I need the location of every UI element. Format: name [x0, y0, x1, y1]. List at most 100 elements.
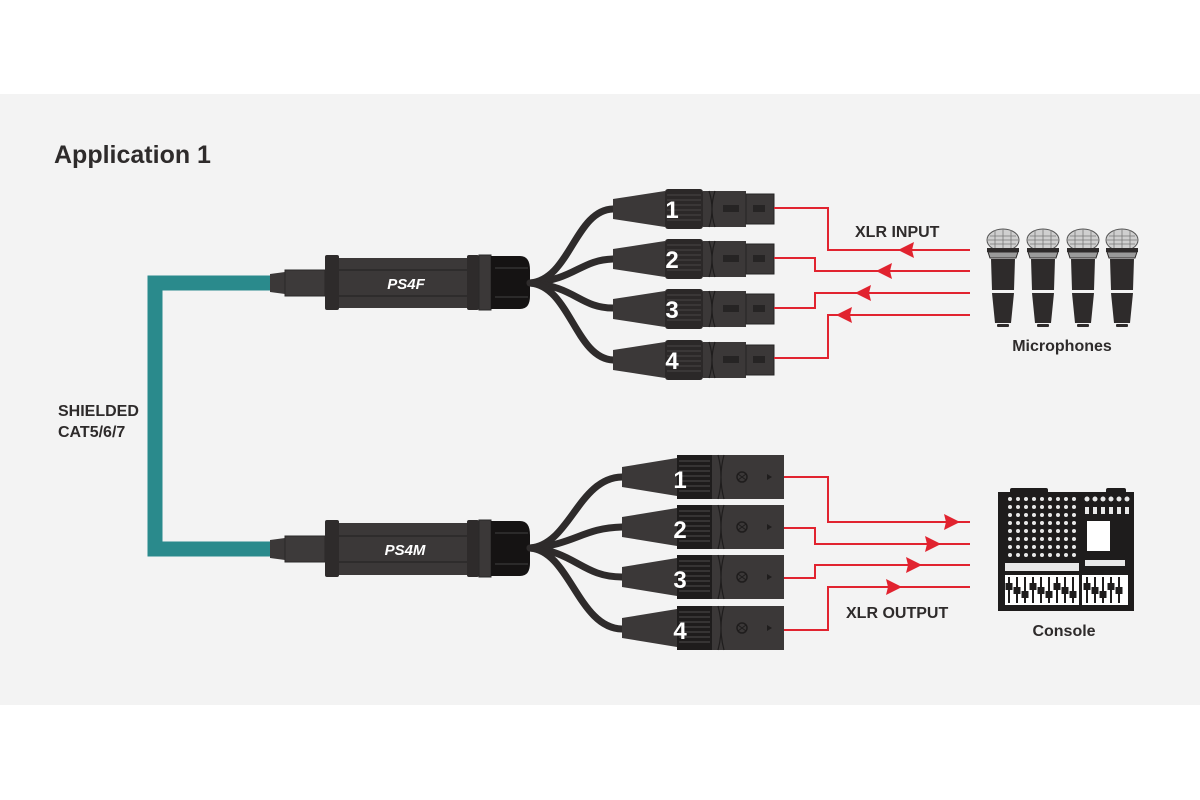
input-signal-lines	[774, 207, 970, 359]
console-knob	[1056, 537, 1060, 541]
console-knob	[1008, 553, 1012, 557]
console-icon	[998, 488, 1134, 611]
console-knob	[1084, 496, 1090, 502]
console-knob	[1048, 537, 1052, 541]
output-channel-4: 4	[673, 618, 687, 645]
console-knob	[1072, 505, 1076, 509]
console-knob	[1040, 537, 1044, 541]
console-knob	[1032, 513, 1036, 517]
console-knob	[1124, 496, 1130, 502]
console-knob	[1024, 537, 1028, 541]
console-knob	[1064, 529, 1068, 533]
ps4m-label: PS4M	[385, 542, 426, 559]
console-knob	[1032, 537, 1036, 541]
console-knob	[1008, 537, 1012, 541]
console-knob	[1016, 553, 1020, 557]
console-fader-knob	[1005, 583, 1013, 590]
microphone-icon-3	[1066, 228, 1100, 328]
console-knob	[1040, 545, 1044, 549]
console-knob	[1048, 513, 1052, 517]
console-knob	[1024, 513, 1028, 517]
console-knob	[1032, 545, 1036, 549]
xlr-male-connector-1	[621, 454, 785, 500]
console-fader-knob	[1013, 587, 1021, 594]
console-button	[1101, 507, 1105, 514]
xlr-male-connector-3	[621, 554, 785, 600]
xlr-male-connector-4	[621, 605, 785, 651]
console-knob	[1016, 529, 1020, 533]
xlr-output-label: XLR OUTPUT	[846, 605, 948, 622]
console-knob	[1072, 497, 1076, 501]
console-knob	[1056, 529, 1060, 533]
console-knob	[1024, 529, 1028, 533]
console-knob	[1064, 513, 1068, 517]
console-knob	[1064, 497, 1068, 501]
console-knob	[1056, 513, 1060, 517]
console-fader-knob	[1083, 583, 1091, 590]
console-button	[1125, 507, 1129, 514]
xlr-female-connector-1	[612, 188, 775, 230]
ps4m-unit: PS4M	[270, 519, 530, 578]
console-knob	[1008, 521, 1012, 525]
ps4f-unit: PS4F	[270, 254, 530, 311]
console-knob	[1072, 545, 1076, 549]
console-knob	[1056, 497, 1060, 501]
console-knob	[1024, 553, 1028, 557]
console-knob	[1072, 529, 1076, 533]
console-knob	[1072, 553, 1076, 557]
xlr-male-connector-2	[621, 504, 785, 550]
ps4f-fanout-cables	[526, 205, 617, 364]
console-fader-knob	[1029, 583, 1037, 590]
console-knob	[1056, 545, 1060, 549]
console-knob	[1048, 553, 1052, 557]
console-knob	[1040, 513, 1044, 517]
console-knob	[1032, 505, 1036, 509]
cable-label-line1: SHIELDED	[58, 403, 139, 420]
console-knob	[1056, 553, 1060, 557]
console-knob	[1032, 553, 1036, 557]
console-knob	[1048, 521, 1052, 525]
console-fader-knob	[1115, 587, 1123, 594]
console-knob	[1024, 497, 1028, 501]
output-arrows	[886, 514, 960, 595]
console-knob	[1072, 521, 1076, 525]
output-channel-1: 1	[673, 467, 686, 494]
ps4m-fanout-cables	[526, 473, 626, 633]
input-channel-3: 3	[665, 297, 678, 324]
console-knob	[1016, 545, 1020, 549]
console-knob	[1092, 496, 1098, 502]
console-knob	[1016, 505, 1020, 509]
console-fader-knob	[1069, 591, 1077, 598]
console-knob	[1032, 497, 1036, 501]
console-button	[1109, 507, 1113, 514]
console-knob	[1048, 497, 1052, 501]
console-knob	[1064, 521, 1068, 525]
console-button	[1093, 507, 1097, 514]
console-knob	[1116, 496, 1122, 502]
console-fader-knob	[1021, 591, 1029, 598]
input-channel-4: 4	[665, 348, 679, 375]
console-knob	[1048, 545, 1052, 549]
console-fader-knob	[1053, 583, 1061, 590]
input-arrows	[836, 242, 914, 323]
console-knob	[1008, 545, 1012, 549]
cat-cable	[147, 275, 272, 557]
microphone-icon-1	[986, 228, 1020, 328]
console-fader-knob	[1091, 587, 1099, 594]
console-knob	[1072, 537, 1076, 541]
cable-label-line2: CAT5/6/7	[58, 424, 125, 441]
console-knob	[1056, 521, 1060, 525]
console-fader-knob	[1107, 583, 1115, 590]
console-knob	[1064, 537, 1068, 541]
microphone-icon-2	[1026, 228, 1060, 328]
console-button	[1117, 507, 1121, 514]
console-knob	[1108, 496, 1114, 502]
xlr-female-connector-2	[612, 238, 775, 280]
console-knob	[1048, 529, 1052, 533]
console-knob	[1064, 553, 1068, 557]
console-knob	[1064, 505, 1068, 509]
console-knob	[1056, 505, 1060, 509]
console-knob	[1024, 521, 1028, 525]
console-fader-knob	[1099, 591, 1107, 598]
